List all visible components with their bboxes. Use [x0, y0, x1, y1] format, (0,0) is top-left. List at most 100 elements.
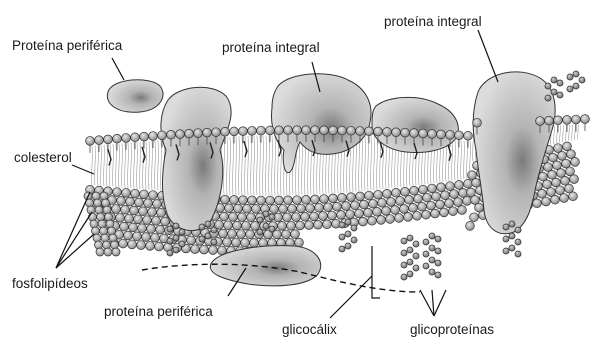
phospholipid-head — [409, 203, 418, 212]
phospholipid-head — [97, 213, 105, 221]
phospholipid-head — [542, 197, 551, 206]
phospholipid-head — [329, 194, 338, 203]
lipid-tail — [239, 136, 240, 195]
phospholipid-head — [463, 196, 472, 205]
phospholipid-head — [133, 232, 142, 241]
phospholipid-head — [374, 127, 383, 136]
phospholipid-head — [383, 189, 392, 198]
phospholipid-head — [563, 115, 572, 124]
sugar-unit — [257, 229, 263, 235]
phospholipid-head — [224, 221, 233, 230]
phospholipid-head — [194, 129, 203, 138]
sugar-unit — [503, 224, 509, 230]
phospholipid-head — [558, 151, 567, 160]
phospholipid-head — [369, 199, 378, 208]
lipid-tail — [122, 143, 123, 187]
phospholipid-head — [554, 116, 563, 125]
phospholipid-head — [347, 126, 356, 135]
phospholipid-head — [291, 230, 300, 239]
sugar-unit — [345, 219, 351, 225]
lipid-tail — [137, 142, 138, 189]
sugar-unit — [429, 245, 435, 251]
sugar-unit — [423, 239, 429, 245]
lipid-tail — [272, 135, 273, 195]
phospholipid-head — [551, 195, 560, 204]
sugar-unit — [345, 231, 351, 237]
lipid-tail — [254, 136, 255, 196]
phospholipid-head — [533, 199, 542, 208]
lipid-tail — [275, 135, 276, 195]
phospholipid-head — [288, 204, 297, 213]
sugar-unit — [551, 77, 557, 83]
phospholipid-head — [360, 200, 369, 209]
phospholipid-head — [413, 211, 422, 220]
sugar-unit — [413, 241, 419, 247]
lipid-tail — [152, 141, 153, 190]
phospholipid-head — [470, 213, 479, 222]
phospholipid-head — [422, 210, 431, 219]
phospholipid-head — [92, 227, 100, 235]
phospholipid-head — [423, 193, 432, 202]
lipid-tail — [251, 136, 252, 195]
phospholipid-head — [562, 159, 571, 168]
phospholipid-head — [410, 186, 419, 195]
phospholipid-head — [93, 234, 101, 242]
phospholipid-head — [102, 199, 110, 207]
sugar-unit — [413, 253, 419, 259]
phospholipid-head — [292, 213, 301, 222]
phospholipid-head — [221, 127, 230, 136]
sugar-unit — [167, 250, 173, 256]
sugar-unit — [401, 262, 407, 268]
phospholipid-head — [120, 222, 129, 231]
lipid-tail — [266, 136, 267, 196]
phospholipid-head — [459, 188, 468, 197]
phospholipid-head — [104, 248, 112, 256]
phospholipid-head — [338, 126, 347, 135]
phospholipid-head — [436, 200, 445, 209]
sugar-unit — [179, 241, 185, 247]
phospholipid-head — [233, 221, 242, 230]
sugar-unit — [199, 224, 205, 230]
phospholipid-head — [153, 199, 162, 208]
phospholipid-head — [103, 206, 111, 214]
phospholipid-head — [427, 201, 436, 210]
peripheral-protein-top — [107, 80, 163, 113]
phospholipid-head — [315, 203, 324, 212]
phospholipid-head — [200, 245, 209, 254]
phospholipid-head — [239, 127, 248, 136]
sugar-unit — [429, 233, 435, 239]
phospholipid-head — [419, 185, 428, 194]
phospholipid-head — [302, 126, 311, 135]
phospholipid-head — [229, 212, 238, 221]
lipid-tail — [131, 143, 132, 189]
phospholipid-head — [311, 195, 320, 204]
phospholipid-head — [432, 192, 441, 201]
phospholipid-head — [242, 221, 251, 230]
phospholipid-head — [329, 126, 338, 135]
phospholipid-head — [566, 167, 575, 176]
phospholipid-head — [284, 126, 293, 135]
sugar-unit — [557, 92, 563, 98]
sugar-unit — [429, 257, 435, 263]
sugar-unit — [339, 222, 345, 228]
sugar-unit — [351, 225, 357, 231]
glycocalyx-bracket — [372, 246, 380, 298]
lipid-tail — [125, 143, 126, 188]
phospholipid-head — [440, 208, 449, 217]
phospholipid-head — [356, 192, 365, 201]
phospholipid-head — [395, 214, 404, 223]
phospholipid-head — [311, 126, 320, 135]
phospholipid-head — [155, 242, 164, 251]
sugar-unit — [339, 246, 345, 252]
phospholipid-head — [359, 217, 368, 226]
sugar-unit — [351, 237, 357, 243]
phospholipid-head — [149, 132, 158, 141]
sugar-unit — [545, 95, 551, 101]
phospholipid-head — [252, 204, 261, 213]
phospholipid-head — [305, 221, 314, 230]
lipid-tail — [146, 141, 147, 189]
lipid-tail — [158, 141, 159, 191]
phospholipid-head — [458, 206, 467, 215]
phospholipid-head — [104, 135, 113, 144]
